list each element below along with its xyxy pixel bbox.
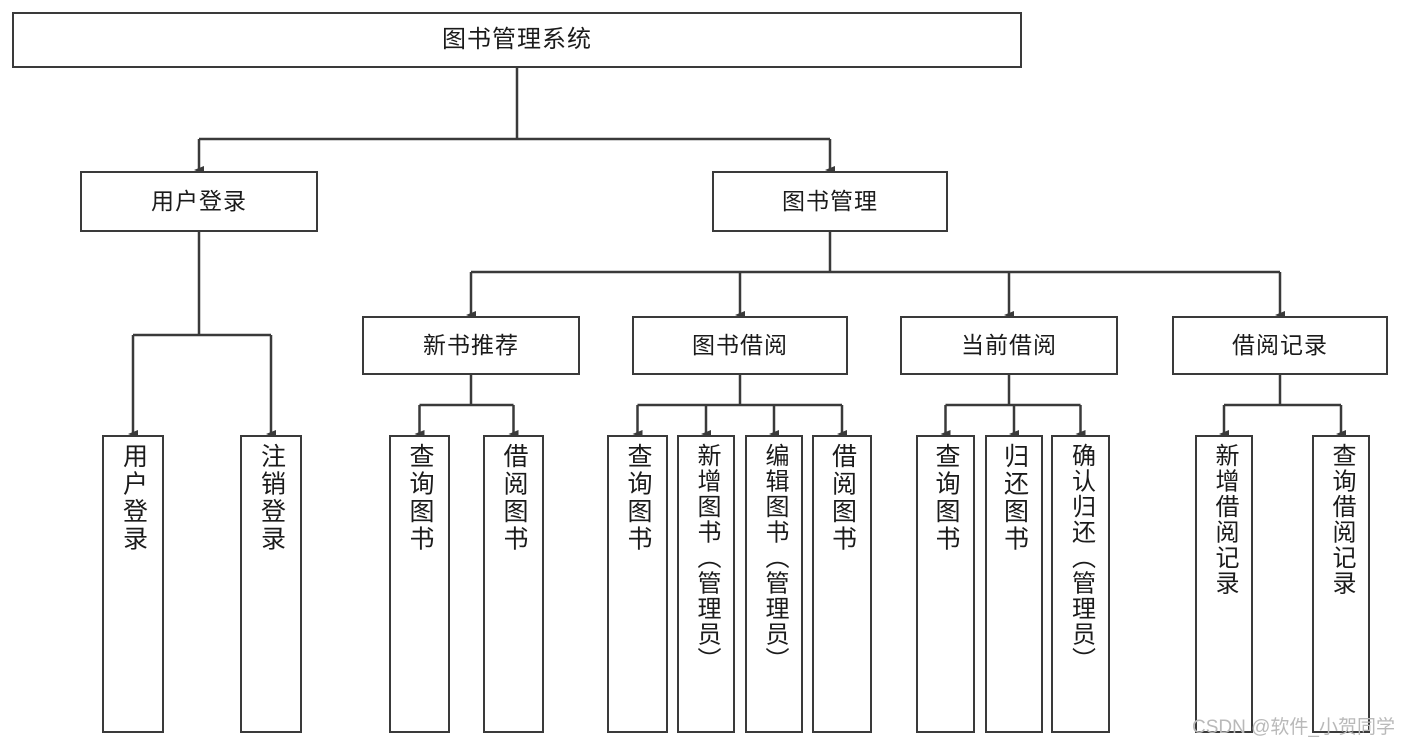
node-root[interactable]: 图书管理系统 [12, 12, 1022, 68]
node-label: 新增图书（管理员） [693, 443, 720, 673]
node-leaf-rec-query[interactable]: 查询图书 [389, 435, 450, 733]
node-label: 图书管理 [782, 187, 878, 214]
node-leaf-cb-query[interactable]: 查询图书 [916, 435, 975, 733]
node-leaf-bb-query[interactable]: 查询图书 [607, 435, 668, 733]
node-label: 编辑图书（管理员） [761, 443, 788, 673]
node-new-book-rec[interactable]: 新书推荐 [362, 316, 580, 375]
node-leaf-br-add[interactable]: 新增借阅记录 [1195, 435, 1253, 733]
node-current-borrow[interactable]: 当前借阅 [900, 316, 1118, 375]
node-leaf-user-logout[interactable]: 注销登录 [240, 435, 302, 733]
node-label: 图书借阅 [692, 331, 788, 358]
node-leaf-cb-confirm[interactable]: 确认归还（管理员） [1051, 435, 1110, 733]
node-leaf-cb-return[interactable]: 归还图书 [985, 435, 1043, 733]
node-label: 用户登录 [119, 443, 148, 553]
node-leaf-bb-add[interactable]: 新增图书（管理员） [677, 435, 735, 733]
csdn-watermark: CSDN @软件_小贺同学 [1192, 717, 1395, 738]
node-label: 用户登录 [151, 187, 247, 214]
node-label: 确认归还（管理员） [1067, 443, 1095, 673]
node-label: 查询图书 [932, 443, 960, 553]
node-leaf-user-login[interactable]: 用户登录 [102, 435, 164, 733]
node-label: 新增借阅记录 [1211, 443, 1238, 596]
node-user-login[interactable]: 用户登录 [80, 171, 318, 232]
node-label: 借阅记录 [1232, 331, 1328, 358]
node-label: 借阅图书 [500, 443, 528, 553]
node-leaf-br-query[interactable]: 查询借阅记录 [1312, 435, 1370, 733]
node-label: 图书管理系统 [442, 25, 592, 53]
node-label: 归还图书 [1000, 443, 1029, 553]
node-leaf-bb-borrow[interactable]: 借阅图书 [812, 435, 872, 733]
node-label: 查询图书 [406, 443, 434, 553]
node-label: 注销登录 [257, 443, 286, 553]
node-leaf-bb-edit[interactable]: 编辑图书（管理员） [745, 435, 803, 733]
node-borrow-record[interactable]: 借阅记录 [1172, 316, 1388, 375]
node-label: 查询借阅记录 [1328, 443, 1355, 596]
node-label: 借阅图书 [828, 443, 857, 553]
node-leaf-rec-borrow[interactable]: 借阅图书 [483, 435, 544, 733]
node-book-borrow[interactable]: 图书借阅 [632, 316, 848, 375]
node-label: 当前借阅 [961, 331, 1057, 358]
node-label: 新书推荐 [423, 331, 519, 358]
node-label: 查询图书 [624, 443, 652, 553]
node-book-manage[interactable]: 图书管理 [712, 171, 948, 232]
